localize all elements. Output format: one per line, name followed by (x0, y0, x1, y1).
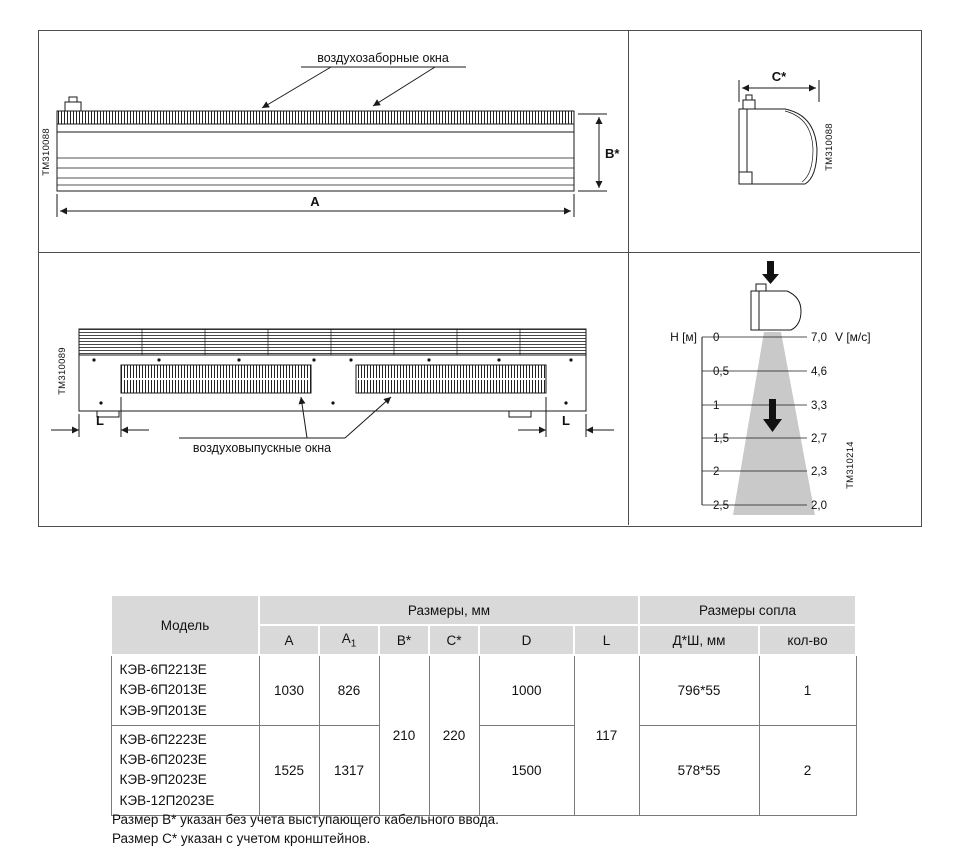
h-tick: 1,5 (713, 433, 729, 445)
airflow-unit-icon (750, 261, 802, 331)
dim-b-label: B* (605, 146, 620, 161)
dimension-c: C* (738, 69, 820, 102)
leader-arrow (261, 66, 332, 109)
h-tick: 0,5 (713, 366, 729, 378)
height-velocity-scale (701, 336, 807, 506)
model-name: КЭВ-6П2213Е (119, 662, 207, 677)
down-arrow-icon (763, 419, 782, 432)
model-name: КЭВ-6П2023Е (119, 752, 207, 767)
value-d: 1000 (478, 654, 575, 726)
outlet-windows-callout: воздуховыпускные окна (179, 396, 392, 455)
value-nozzle-size: 796*55 (638, 654, 760, 726)
tm-code-airflow: TM310214 (845, 441, 856, 489)
table-row: КЭВ-6П2213Е КЭВ-6П2013Е КЭВ-9П2013Е 1030… (110, 654, 857, 816)
model-names-cell: КЭВ-6П2213Е КЭВ-6П2013Е КЭВ-9П2013Е (110, 654, 260, 726)
h-tick: 2 (713, 466, 719, 478)
top-grille-band (78, 328, 587, 356)
intake-grille (56, 110, 575, 125)
h-tick: 1 (713, 400, 719, 412)
v-tick: 3,3 (811, 400, 827, 412)
front-view-quadrant: воздухозаборные окна (39, 31, 629, 253)
value-l-shared: 117 (573, 654, 640, 816)
h-axis-label: H [м] (670, 330, 697, 344)
model-name: КЭВ-9П2023Е (119, 772, 207, 788)
dim-c-label: C* (772, 69, 787, 84)
value-nozzle-size: 578*55 (638, 724, 760, 816)
tm-code-front: TM310088 (41, 128, 52, 176)
table-header-row-columns: A A1 B* C* D L Д*Ш, мм кол-во (111, 624, 857, 656)
dim-l-right-label: L (562, 413, 570, 428)
front-view-drawing: воздухозаборные окна (41, 51, 620, 217)
col-group-nozzle: Размеры сопла (638, 594, 857, 626)
h-tick: 2,5 (713, 500, 729, 512)
value-d: 1500 (478, 724, 575, 816)
value-nozzle-count: 1 (758, 654, 857, 726)
model-name: КЭВ-6П2013Е (119, 682, 207, 698)
col-header-b: B* (378, 624, 430, 656)
air-curtain-side-shape (738, 94, 818, 185)
col-header-a1-subscript: 1 (350, 638, 357, 650)
col-header-nozzle-count: кол-во (758, 624, 857, 656)
v-tick: 4,6 (811, 366, 827, 378)
leader-arrow (298, 396, 308, 439)
value-b-shared: 210 (378, 654, 430, 816)
h-tick: 0 (713, 332, 719, 344)
footnotes: Размер B* указан без учета выступающего … (112, 811, 499, 849)
value-a1: 826 (318, 654, 380, 726)
v-tick: 2,3 (811, 466, 827, 478)
v-tick: 2,0 (811, 500, 827, 512)
value-a1: 1317 (318, 724, 380, 816)
model-names-cell: КЭВ-6П2223Е КЭВ-6П2023Е КЭВ-9П2023Е КЭВ-… (110, 724, 260, 816)
v-tick: 7,0 (811, 332, 827, 344)
col-header-a: A (258, 624, 320, 656)
dimension-l-right: L (518, 397, 614, 437)
dim-a-label: A (310, 194, 320, 209)
model-name: КЭВ-12П2023Е (119, 792, 215, 808)
table-row: КЭВ-6П2223Е КЭВ-6П2023Е КЭВ-9П2023Е КЭВ-… (110, 724, 857, 816)
dimension-a: A (56, 194, 575, 217)
airflow-diagram: H [м] V [м/с] 0 0,5 1 1,5 2 2,5 7,0 4,6 … (670, 261, 871, 515)
value-nozzle-count: 2 (758, 724, 857, 816)
air-curtain-bottom-shape (78, 328, 587, 418)
side-view-drawing: C* TM310088 (738, 69, 835, 185)
down-arrow-icon (762, 274, 779, 284)
dimension-b: B* (578, 113, 620, 192)
col-header-l: L (573, 624, 640, 656)
air-curtain-front-shape (56, 96, 575, 192)
outlet-windows-label: воздуховыпускные окна (193, 441, 331, 455)
footnote-c: Размер C* указан с учетом кронштейнов. (112, 830, 371, 846)
model-name: КЭВ-6П2223Е (119, 731, 207, 747)
side-view-quadrant: C* TM310088 (629, 31, 920, 253)
airflow-direction-arrow (763, 399, 782, 432)
dimension-l-left: L (51, 397, 149, 437)
value-c-shared: 220 (428, 654, 480, 816)
col-group-dimensions: Размеры, мм (258, 594, 640, 626)
technical-drawings-panel: воздухозаборные окна (38, 30, 922, 527)
col-header-c: C* (428, 624, 480, 656)
leader-arrow (344, 396, 392, 439)
value-a: 1525 (258, 724, 320, 816)
intake-windows-label: воздухозаборные окна (317, 51, 449, 65)
dimensions-table: Модель Размеры, мм Размеры сопла A A1 B*… (110, 594, 857, 816)
dim-l-left-label: L (96, 413, 104, 428)
col-header-model: Модель (110, 594, 260, 656)
bottom-view-drawing: L L воздуховыпускные окна TM310089 (51, 328, 614, 455)
col-header-a1: A1 (318, 624, 380, 656)
leader-arrow (372, 66, 436, 107)
tm-code-side: TM310088 (824, 123, 835, 171)
intake-windows-callout: воздухозаборные окна (261, 51, 466, 109)
col-header-nozzle-size: Д*Ш, мм (638, 624, 760, 656)
airflow-quadrant: H [м] V [м/с] 0 0,5 1 1,5 2 2,5 7,0 4,6 … (629, 253, 920, 525)
value-a: 1030 (258, 654, 320, 726)
bottom-view-quadrant: L L воздуховыпускные окна TM310089 (39, 253, 629, 525)
col-header-d: D (478, 624, 575, 656)
v-axis-label: V [м/с] (835, 330, 871, 344)
model-name: КЭВ-9П2013Е (119, 702, 207, 718)
tm-code-bottom: TM310089 (57, 347, 68, 395)
footnote-b: Размер B* указан без учета выступающего … (112, 812, 499, 827)
table-header-row-groups: Модель Размеры, мм Размеры сопла (110, 594, 857, 656)
v-tick: 2,7 (811, 433, 827, 445)
